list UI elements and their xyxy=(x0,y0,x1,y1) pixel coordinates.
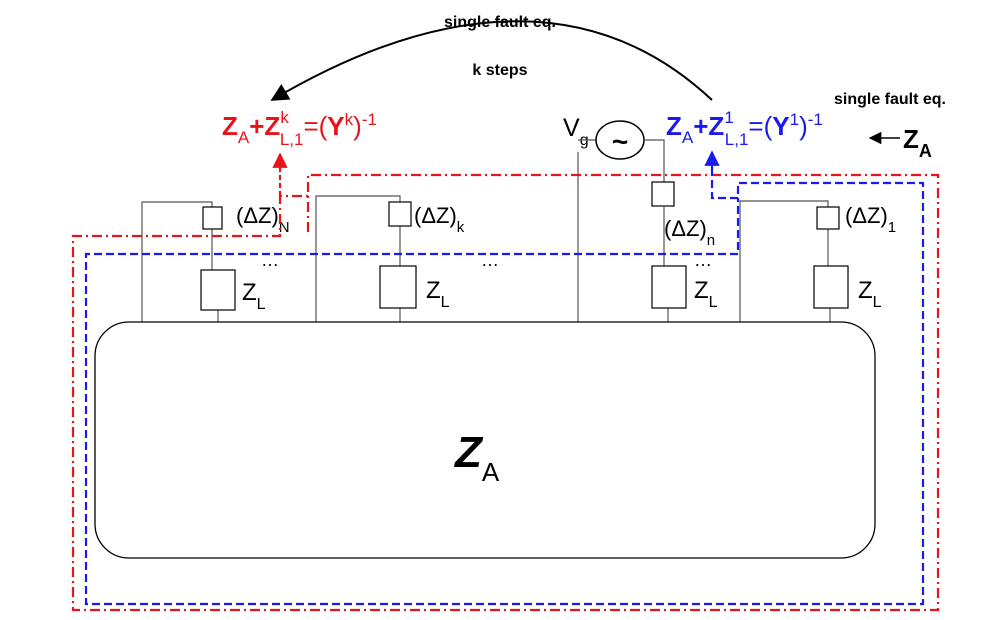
arc-label-top: single fault eq. xyxy=(444,14,556,31)
source-right-lead xyxy=(644,139,665,182)
branch-n-wire xyxy=(141,201,213,322)
right-label: single fault eq. xyxy=(834,91,946,108)
load-box-k xyxy=(379,265,417,309)
delta-z-box-n xyxy=(202,206,223,230)
arc-label-bottom: k steps xyxy=(472,62,527,79)
delta-z-label-n: (ΔZ)N xyxy=(236,203,290,236)
load-label-source: ZL xyxy=(694,277,718,311)
source-label: Vg xyxy=(563,114,589,149)
branch-k-wire xyxy=(315,195,401,322)
delta-z-box-source xyxy=(651,181,675,207)
delta-z-label-1: (ΔZ)1 xyxy=(845,203,896,236)
load-box-n xyxy=(200,269,236,311)
load-label-1: ZL xyxy=(858,277,882,311)
branch-1-wire xyxy=(739,200,829,322)
delta-z-label-source: (ΔZ)n xyxy=(664,216,715,249)
delta-z-box-1 xyxy=(816,206,840,230)
za-right-label: ZA xyxy=(903,124,932,161)
load-box-source xyxy=(651,265,687,309)
network-block xyxy=(94,321,876,559)
load-label-n: ZL xyxy=(242,279,266,313)
delta-z-box-k xyxy=(388,201,412,227)
network-label: ZA xyxy=(453,428,500,487)
red-contour xyxy=(71,173,940,612)
load-box-1 xyxy=(813,265,849,309)
delta-z-label-k: (ΔZ)k xyxy=(414,203,465,236)
source-glyph: ~ xyxy=(612,126,628,157)
k-steps-arc xyxy=(270,20,713,101)
blue-contour xyxy=(84,168,925,606)
load-label-k: ZL xyxy=(426,277,450,311)
